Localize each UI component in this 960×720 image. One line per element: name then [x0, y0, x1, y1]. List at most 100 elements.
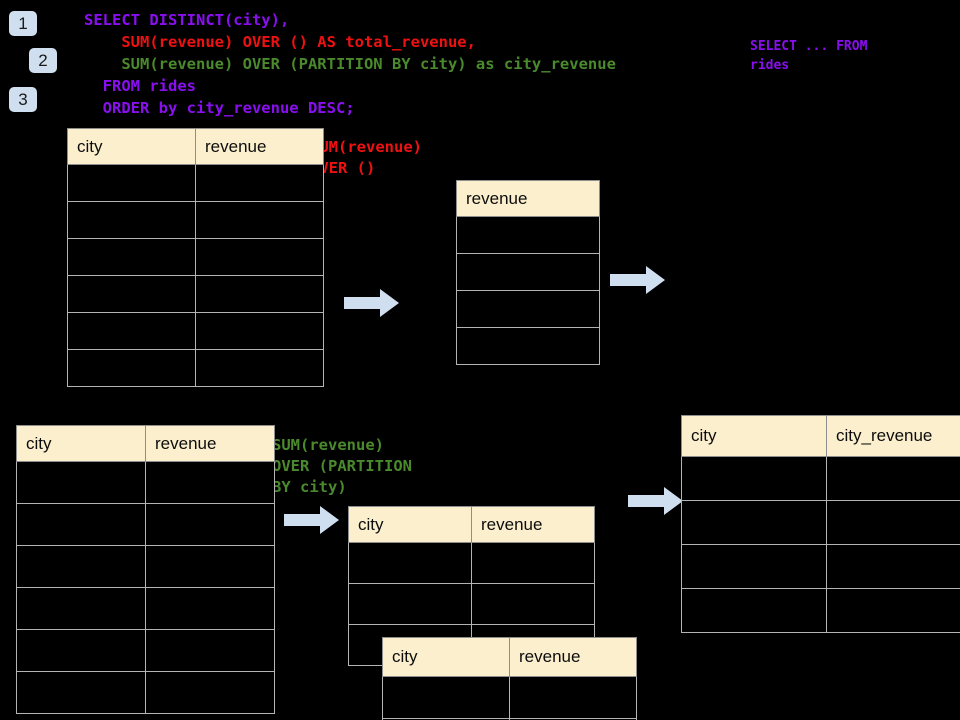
table-row: [382, 718, 637, 720]
step-badge-3: 3: [9, 87, 37, 112]
cell: [509, 718, 637, 720]
cell: [195, 164, 324, 202]
table-row: [681, 588, 960, 633]
result-table: city city_revenue: [681, 415, 960, 633]
cell: [67, 238, 196, 276]
cell: [145, 503, 275, 546]
cell: [681, 500, 827, 545]
cell: [348, 542, 472, 584]
cell: [456, 290, 600, 328]
column-header-revenue: revenue: [195, 128, 324, 165]
table-row: [16, 587, 275, 630]
table-row: [456, 253, 600, 291]
cell: [471, 542, 595, 584]
table-row: [16, 545, 275, 588]
flow-arrow-2-icon: [610, 266, 665, 294]
cell: [509, 676, 637, 719]
table-row: [67, 349, 324, 387]
sql-line-4: FROM rides: [84, 77, 196, 95]
cell: [67, 349, 196, 387]
column-header-revenue: revenue: [509, 637, 637, 677]
flow-arrow-3-icon: [284, 506, 339, 534]
table-row: [681, 544, 960, 589]
partition-table-front: city revenue: [382, 637, 637, 720]
cell: [145, 545, 275, 588]
sql-line-1: SELECT DISTINCT(city),: [84, 11, 290, 29]
column-header-city: city: [16, 425, 146, 462]
sql-line-2: SUM(revenue) OVER () AS total_revenue,: [84, 33, 476, 51]
cell: [145, 461, 275, 504]
table-row: [382, 676, 637, 719]
flow-arrow-1-icon: [344, 289, 399, 317]
table-row: [16, 629, 275, 672]
cell: [456, 253, 600, 291]
cell: [826, 456, 960, 501]
cell: [195, 275, 324, 313]
cell: [195, 349, 324, 387]
cell: [145, 629, 275, 672]
table-row: [67, 238, 324, 276]
column-header-city-revenue: city_revenue: [826, 415, 960, 457]
annotation-source-query: SELECT ... FROM rides: [750, 39, 868, 73]
table-row: [16, 503, 275, 546]
table-header-row: city revenue: [382, 637, 637, 677]
cell: [16, 545, 146, 588]
cell: [16, 503, 146, 546]
table-header-row: city revenue: [16, 425, 275, 462]
cell: [16, 461, 146, 504]
table-row: [456, 327, 600, 365]
cell: [826, 588, 960, 633]
table-header-row: city city_revenue: [681, 415, 960, 457]
cell: [195, 238, 324, 276]
cell: [16, 629, 146, 672]
cell: [681, 588, 827, 633]
table-row: [67, 312, 324, 350]
table-row: [348, 542, 595, 584]
cell: [195, 201, 324, 239]
step-badge-1-label: 1: [18, 14, 28, 33]
table-row: [348, 583, 595, 625]
column-header-city: city: [681, 415, 827, 457]
cell: [145, 587, 275, 630]
total-revenue-table: revenue: [456, 180, 600, 365]
table-row: [456, 290, 600, 328]
rides-source-table-partitioned: city revenue: [16, 425, 275, 714]
cell: [195, 312, 324, 350]
table-row: [681, 456, 960, 501]
table-row: [456, 216, 600, 254]
table-header-row: revenue: [456, 180, 600, 217]
rides-source-table: city revenue: [67, 128, 324, 387]
cell: [16, 671, 146, 714]
table-row: [67, 164, 324, 202]
table-row: [67, 201, 324, 239]
cell: [67, 201, 196, 239]
sql-line-5: ORDER by city_revenue DESC;: [84, 99, 355, 117]
cell: [826, 544, 960, 589]
cell: [456, 216, 600, 254]
column-header-revenue: revenue: [145, 425, 275, 462]
cell: [67, 164, 196, 202]
cell: [348, 583, 472, 625]
annotation-total-revenue: SUM(revenue) OVER (): [310, 138, 422, 177]
step-badge-3-label: 3: [18, 90, 28, 109]
table-row: [16, 671, 275, 714]
sql-line-3: SUM(revenue) OVER (PARTITION BY city) as…: [84, 55, 616, 73]
cell: [456, 327, 600, 365]
cell: [826, 500, 960, 545]
table-header-row: city revenue: [67, 128, 324, 165]
column-header-revenue: revenue: [471, 506, 595, 543]
cell: [681, 456, 827, 501]
table-row: [16, 461, 275, 504]
table-row: [681, 500, 960, 545]
table-row: [67, 275, 324, 313]
cell: [67, 275, 196, 313]
cell: [145, 671, 275, 714]
cell: [681, 544, 827, 589]
column-header-city: city: [67, 128, 196, 165]
step-badge-1: 1: [9, 11, 37, 36]
step-badge-2-label: 2: [38, 51, 48, 70]
cell: [471, 583, 595, 625]
column-header-city: city: [348, 506, 472, 543]
flow-arrow-4-icon: [628, 487, 683, 515]
